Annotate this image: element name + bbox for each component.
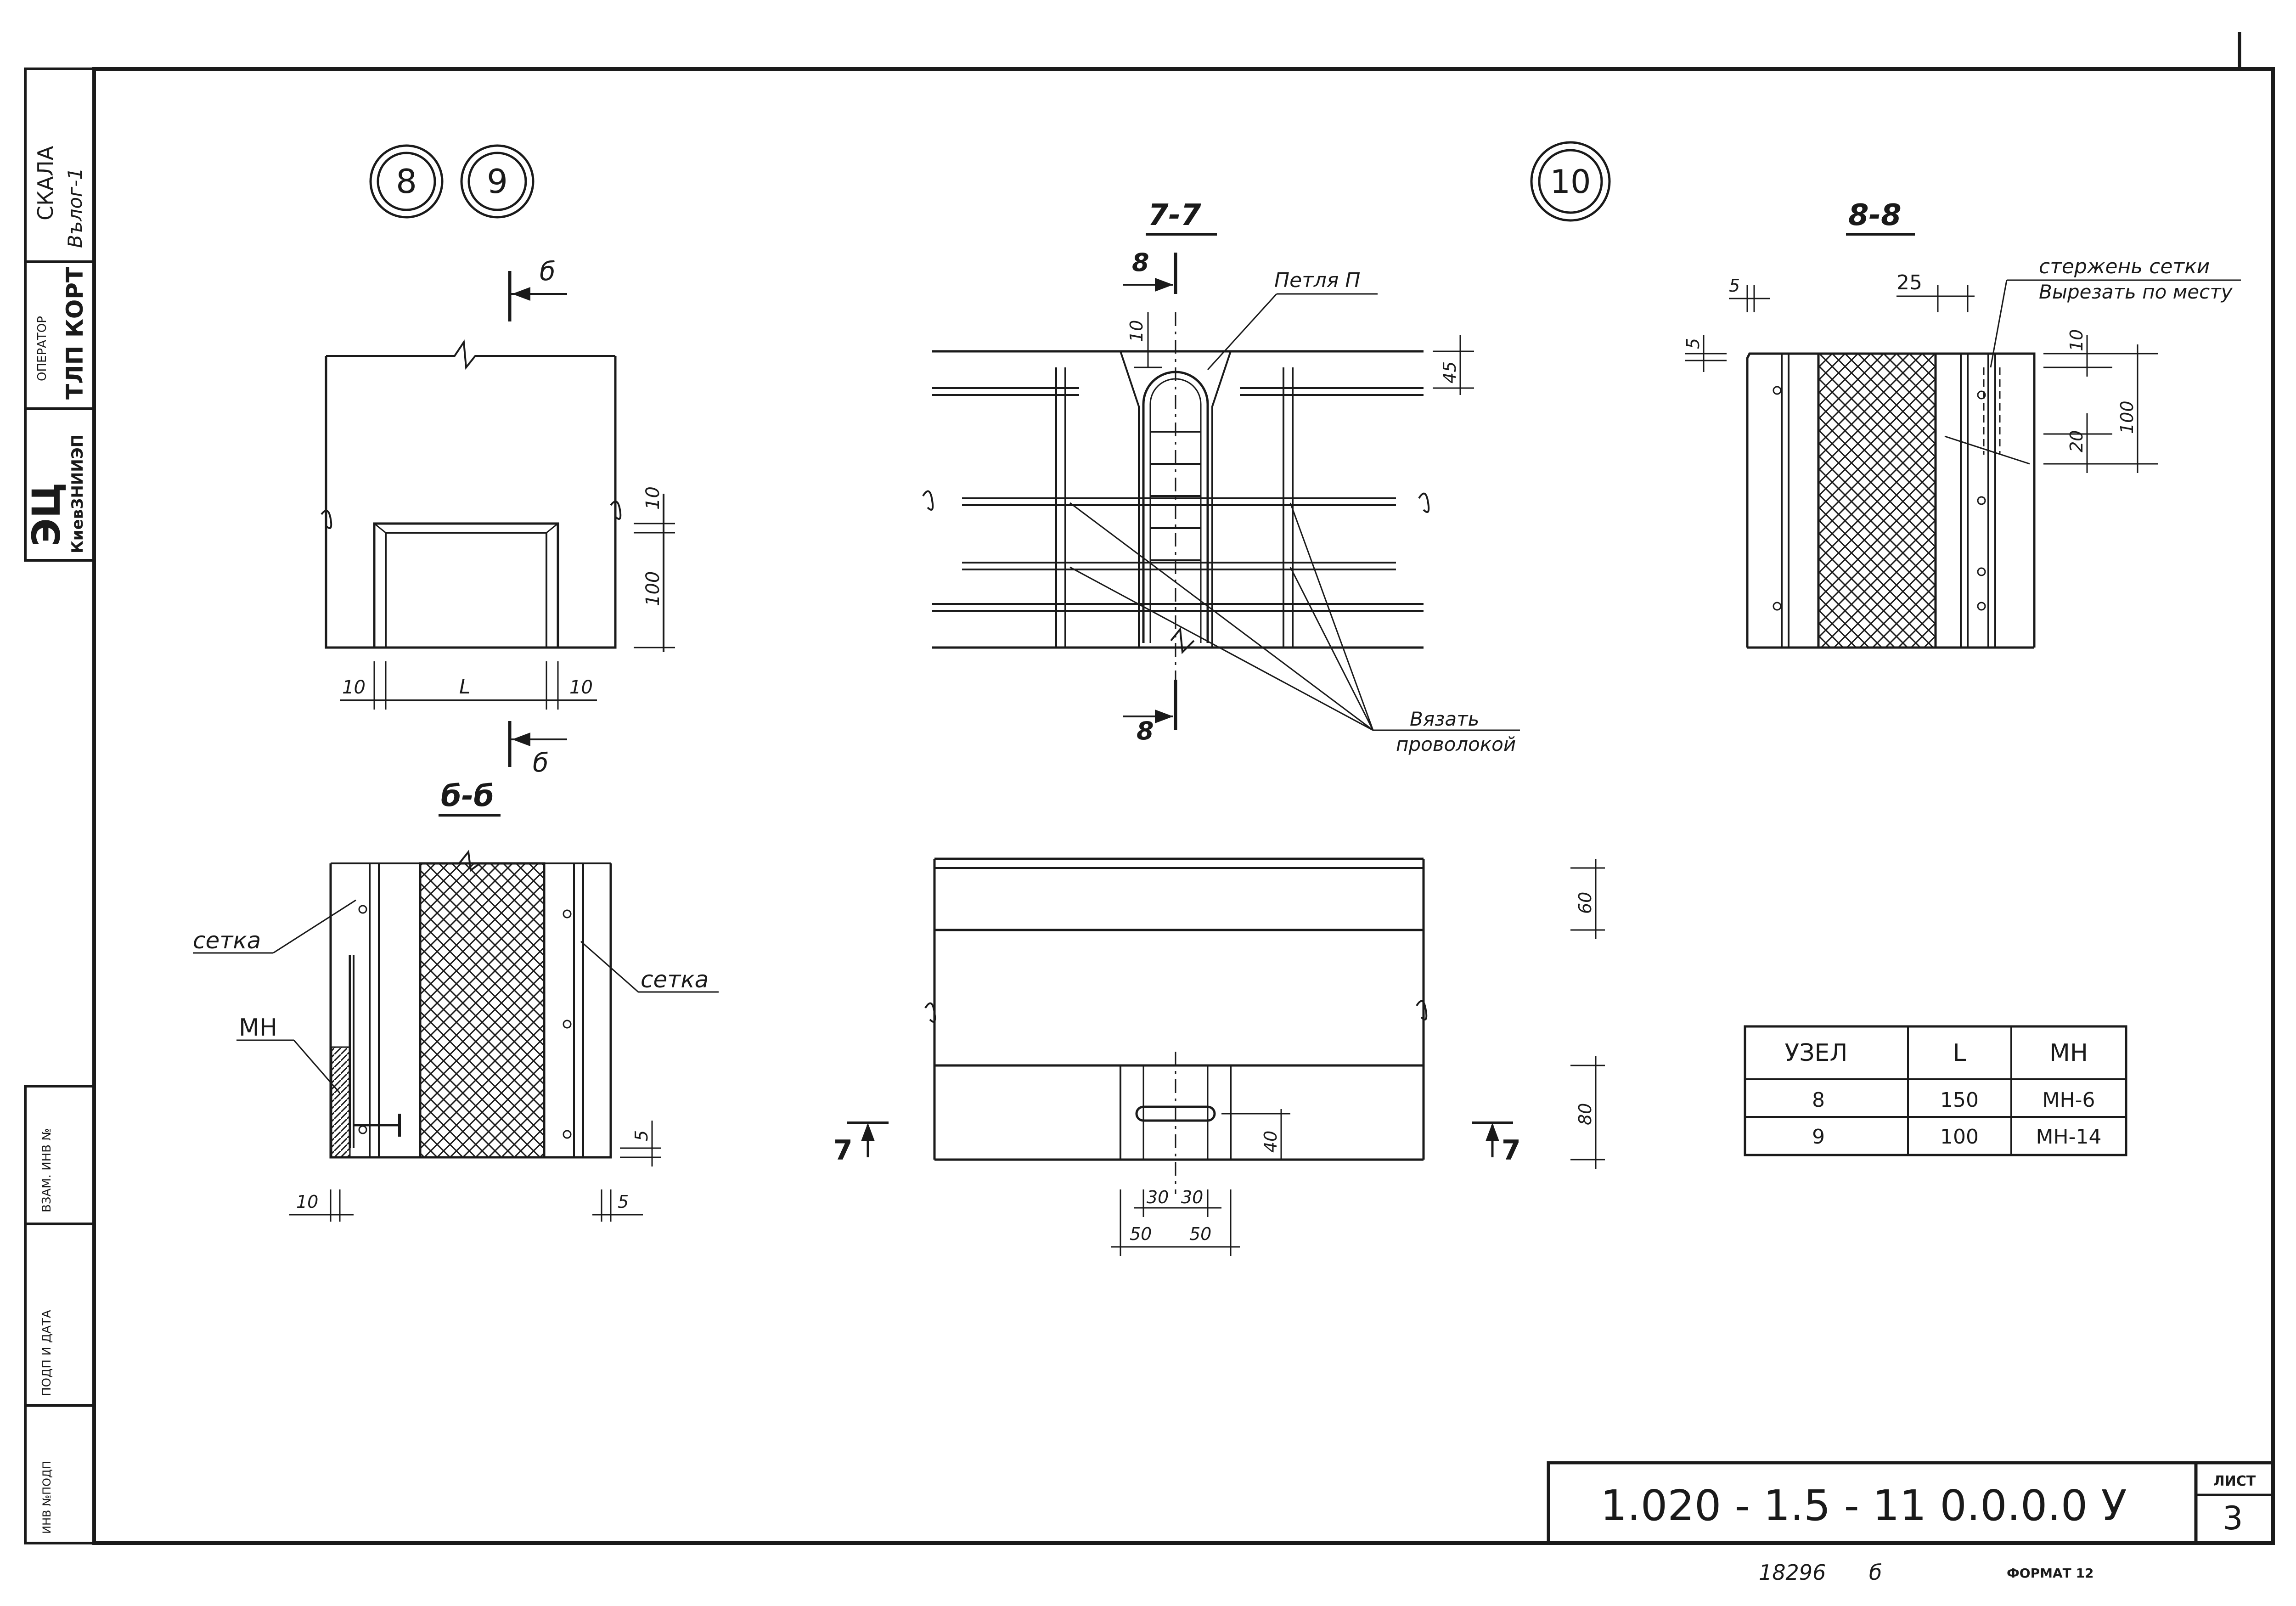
table-cell: 100 [1940, 1125, 1979, 1149]
sheet-frame [92, 32, 2275, 1545]
section-7-7: 7-7 8 8 [922, 198, 1520, 755]
section-8-8-dim-25: 25 [1896, 271, 1922, 294]
section-6-6-title: б-б [441, 779, 494, 813]
insulation-core-8-8 [1817, 352, 1937, 649]
view-a-dim-right-10: 10 [569, 677, 593, 698]
table-header-node: УЗЕЛ [1785, 1039, 1848, 1067]
view-a-dim-10-top: 10 [642, 486, 664, 510]
section-7-7-cut-bottom: 8 [1137, 716, 1154, 745]
section-7-7-cut-top: 8 [1132, 248, 1149, 277]
mesh-right-label: сетка [641, 966, 709, 993]
operator-value: ТЛП КОРТ [62, 267, 88, 400]
insulation-core [419, 862, 546, 1159]
org-code: ЭЦ [24, 482, 69, 547]
bottom-cut-left: 7 [833, 1134, 853, 1166]
skala-label: СКАЛА [33, 146, 58, 220]
section-8-8-dim-5b: 5 [1683, 338, 1703, 349]
section-8-8-dim-10: 10 [2066, 329, 2087, 351]
mesh-left-label: сетка [193, 927, 261, 954]
bottom-dim-80: 80 [1575, 1103, 1595, 1125]
node-9-marker: 9 [460, 144, 535, 219]
section-7-7-dim-45: 45 [1440, 361, 1460, 383]
node-8-label: 8 [396, 162, 417, 201]
table-header-L: L [1953, 1039, 1966, 1067]
bottom-dim-30b: 30 [1181, 1187, 1203, 1207]
view-a-dim-L: L [459, 675, 471, 699]
table-header-mn: МН [2049, 1039, 2088, 1067]
org-name: КиевЗНИИЭП [68, 434, 87, 553]
table-cell: МН-14 [2036, 1125, 2102, 1149]
node-9-label: 9 [487, 162, 508, 201]
format-label: ФОРМАТ 12 [2007, 1566, 2093, 1581]
cut-to-fit-label: Вырезать по месту [2039, 281, 2233, 303]
loop-label: Петля П [1274, 269, 1360, 292]
archive-suffix: б [1869, 1560, 1882, 1585]
section-6-6: б-б сетка сетка МН 5 10 [193, 779, 719, 1222]
table-cell: МН-6 [2043, 1088, 2095, 1112]
title-block: 1.020 - 1.5 - 11 0.0.0.0 У ЛИСТ 3 [1600, 1473, 2256, 1537]
section-7-7-title: 7-7 [1148, 198, 1201, 232]
node-table: УЗЕЛ L МН 8 150 МН-6 9 100 МН-14 [1744, 1025, 2127, 1156]
tie-label-line1: Вязать [1410, 708, 1479, 730]
view-a-cut-top: б [540, 257, 556, 287]
section-8-8-dim-5a: 5 [1729, 276, 1740, 296]
section-6-6-dim-5-bottom: 5 [618, 1192, 629, 1212]
bottom-dim-60: 60 [1575, 892, 1595, 914]
node-8-marker: 8 [369, 144, 444, 219]
node-markers: 8 9 10 [369, 141, 1611, 222]
view-a-dim-100: 100 [642, 571, 664, 606]
rod-label: стержень сетки [2039, 255, 2210, 278]
view-a-dim-left-10: 10 [342, 677, 366, 698]
section-7-7-dim-10: 10 [1126, 320, 1147, 342]
operator-label: ОПЕРАТОР [35, 316, 49, 381]
left-sidebar: СКАЛА Вълог-1 ОПЕРАТОР ТЛП КОРТ ЭЦ КиевЗ… [24, 68, 96, 1544]
mn-label: МН [239, 1014, 277, 1042]
podp-label: ПОДП И ДАТА [40, 1310, 54, 1396]
doc-code: 1.020 - 1.5 - 11 0.0.0.0 У [1600, 1481, 2127, 1530]
tie-label-line2: проволокой [1396, 733, 1516, 755]
sheet-number: 3 [2223, 1499, 2243, 1537]
section-8-8: 8-8 стержень сетки Вырезать по месту 5 5 [1683, 198, 2241, 649]
section-8-8-dim-20: 20 [2066, 430, 2087, 452]
bottom-cut-right: 7 [1502, 1134, 1521, 1166]
bottom-view: 40 7 7 60 80 30 30 50 50 [833, 857, 1605, 1256]
footer: 18296 б ФОРМАТ 12 [1759, 1560, 2093, 1585]
bottom-dim-50b: 50 [1189, 1224, 1211, 1244]
archive-number: 18296 [1759, 1560, 1826, 1585]
view-a-elevation: б б 10 100 10 L 10 [321, 257, 675, 778]
inv-label: ИНВ №ПОДП [40, 1461, 53, 1534]
table-cell: 8 [1812, 1088, 1825, 1112]
table-cell: 9 [1812, 1125, 1825, 1149]
section-8-8-title: 8-8 [1848, 198, 1902, 232]
table-cell: 150 [1940, 1088, 1979, 1112]
vzam-label: ВЗАМ. ИНВ № [40, 1128, 54, 1212]
bottom-dim-40: 40 [1261, 1131, 1281, 1153]
section-6-6-dim-5: 5 [631, 1130, 652, 1141]
section-6-6-dim-10: 10 [296, 1192, 318, 1212]
sheet-label: ЛИСТ [2213, 1473, 2256, 1489]
section-8-8-dim-100: 100 [2117, 400, 2137, 434]
node-10-marker: 10 [1530, 141, 1611, 222]
node-10-label: 10 [1550, 163, 1591, 201]
view-a-cut-bottom: б [533, 748, 549, 778]
skala-signature: Вълог-1 [64, 168, 86, 248]
bottom-dim-30a: 30 [1147, 1187, 1169, 1207]
bottom-dim-50a: 50 [1130, 1224, 1152, 1244]
